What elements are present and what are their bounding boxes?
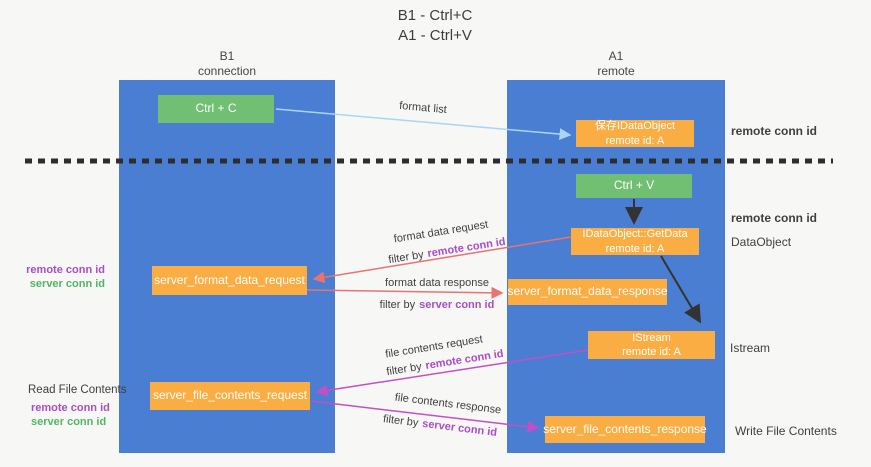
remote-conn-id-key: remote conn id bbox=[426, 235, 507, 261]
format-request-label: server_format_data_request bbox=[154, 272, 305, 287]
ctrl-c-label: Ctrl + C bbox=[195, 101, 237, 116]
annotation-remote-conn-id-left-2: remote conn id bbox=[31, 402, 110, 414]
annotation-remote-conn-id-left-1: remote conn id bbox=[26, 264, 105, 276]
filter-by-text: filter by bbox=[387, 248, 425, 267]
annotation-remote-conn-id-mid: remote conn id bbox=[731, 211, 818, 225]
file-request-label: server_file_contents_request bbox=[152, 388, 308, 403]
file-contents-response-label: file contents response bbox=[394, 391, 502, 417]
ctrl-v-label: Ctrl + V bbox=[613, 178, 655, 193]
node-server-file-contents-response: server_file_contents_response bbox=[543, 416, 707, 443]
node-server-format-data-response: server_format_data_response bbox=[507, 279, 668, 305]
annotation-remote-conn-id-top: remote conn id bbox=[731, 124, 818, 138]
annotation-server-conn-id-left-2: server conn id bbox=[31, 416, 107, 428]
title-line-1: B1 - Ctrl+C bbox=[397, 7, 473, 24]
node-istream: IStream remote id: A bbox=[588, 331, 715, 359]
annotation-conn-ids-format: remote conn id server conn id bbox=[17, 263, 105, 291]
node-ctrl-v: Ctrl + V bbox=[576, 174, 692, 198]
diagram-title: B1 - Ctrl+C A1 - Ctrl+V bbox=[398, 6, 473, 47]
format-data-response-arrow bbox=[306, 286, 504, 299]
file-response-label: server_file_contents_response bbox=[543, 421, 707, 436]
lane-header-a1: A1 remote bbox=[597, 49, 634, 79]
node-ctrl-c: Ctrl + C bbox=[158, 95, 274, 123]
getdata-line2: remote id: A bbox=[605, 242, 665, 255]
title-line-2: A1 - Ctrl+V bbox=[398, 27, 472, 45]
node-server-file-contents-request: server_file_contents_request bbox=[150, 382, 310, 410]
lane-a1-name: A1 bbox=[608, 49, 624, 63]
annotation-read-file-contents: Read File Contents bbox=[28, 384, 127, 396]
annotation-server-conn-id-left-1: server conn id bbox=[29, 278, 105, 290]
node-idataobject-getdata: IDataObject::GetData remote id: A bbox=[571, 228, 699, 255]
lane-b1-role: connection bbox=[197, 64, 257, 78]
annotation-dataobject: DataObject bbox=[731, 235, 792, 249]
istream-line1: IStream bbox=[632, 331, 671, 344]
format-data-response-label: format data response bbox=[385, 277, 489, 289]
annotation-istream: Istream bbox=[730, 341, 771, 355]
lane-b1-name: B1 bbox=[219, 49, 235, 63]
server-conn-id-key: server conn id bbox=[421, 417, 498, 439]
filter-by-text: filter by bbox=[379, 299, 416, 311]
lane-a1-role: remote bbox=[597, 64, 635, 78]
server-conn-id-key: server conn id bbox=[419, 299, 495, 311]
filter-by-text: filter by bbox=[385, 360, 423, 379]
lane-header-b1: B1 connection bbox=[198, 49, 256, 79]
format-response-label: server_format_data_response bbox=[507, 284, 668, 299]
filter-by-text: filter by bbox=[382, 413, 420, 430]
istream-line2: remote id: A bbox=[622, 346, 681, 358]
node-server-format-data-request: server_format_data_request bbox=[152, 266, 307, 295]
node-save-idataobject: 保存IDataObject remote id: A bbox=[576, 120, 694, 147]
save-idataobject-line1: 保存IDataObject bbox=[594, 120, 676, 133]
save-idataobject-line2: remote id: A bbox=[605, 134, 665, 147]
getdata-line1: IDataObject::GetData bbox=[582, 228, 688, 241]
annotation-conn-ids-file: remote conn id server conn id bbox=[31, 401, 110, 429]
format-list-label: format list bbox=[398, 99, 448, 117]
annotation-write-file-contents: Write File Contents bbox=[735, 424, 837, 438]
